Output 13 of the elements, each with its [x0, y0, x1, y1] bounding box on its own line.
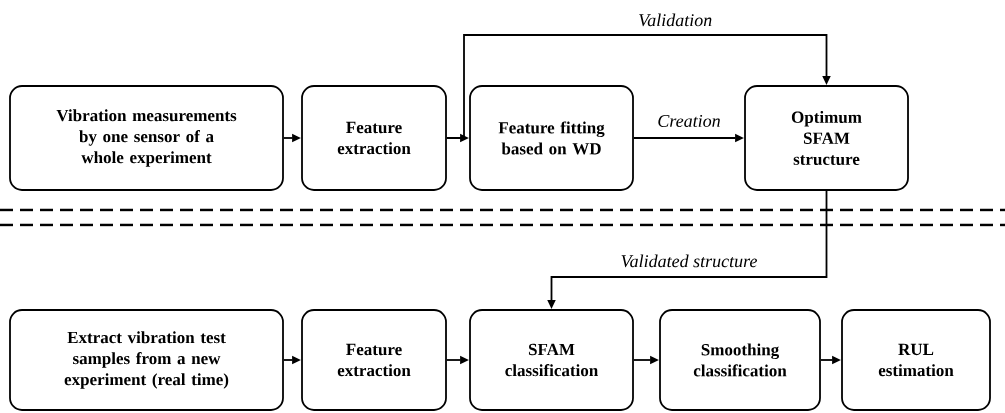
process-box: Feature fitting based on WD: [469, 85, 634, 191]
edge-label: Creation: [658, 114, 720, 128]
process-box: SFAM classification: [469, 309, 634, 411]
arrow: [446, 34, 831, 139]
edge-label: Validation: [639, 13, 712, 27]
process-box: Extract vibration test samples from a new experiment (real time): [9, 309, 284, 411]
process-box: RUL estimation: [841, 309, 991, 411]
process-box: Vibration measurements by one sensor of a whole experiment: [9, 85, 284, 191]
process-box: Feature extraction: [301, 309, 447, 411]
process-box: Smoothing classification: [659, 309, 821, 411]
edge-label: Validated structure: [621, 254, 758, 268]
process-box: Feature extraction: [301, 85, 447, 191]
process-box: Optimum SFAM structure: [744, 85, 909, 191]
